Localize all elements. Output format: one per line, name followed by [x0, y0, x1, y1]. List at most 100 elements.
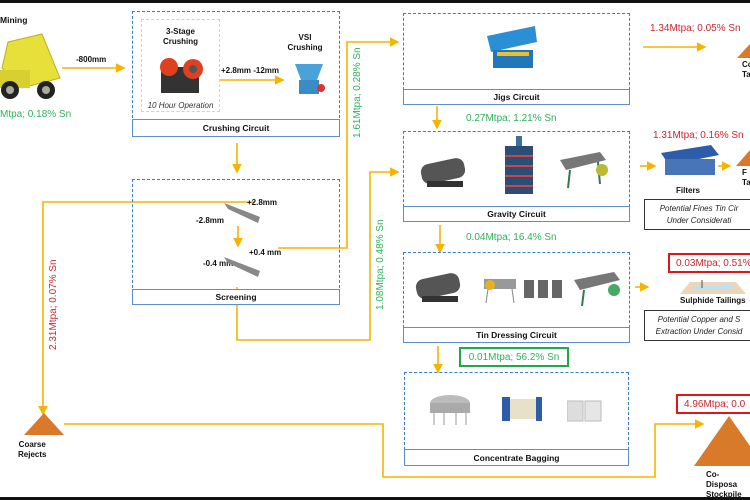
- mining-label: Mining: [0, 15, 28, 25]
- flotation-cells-image: [524, 278, 562, 307]
- jaw-crusher-image: [157, 55, 205, 100]
- mining-flow: Mtpa; 0.18% Sn: [0, 109, 72, 120]
- truck-icon: [0, 33, 61, 99]
- sulphide-note: Potential Copper and S Extraction Under …: [644, 310, 750, 341]
- filter-icon: [661, 145, 719, 175]
- screening-caption: Screening: [132, 289, 340, 305]
- ball-mill-icon: [420, 158, 466, 187]
- filters-label: Filters: [676, 186, 701, 195]
- vsi-crusher-icon: [295, 64, 325, 94]
- flow-gravity-to-tin: 0.04Mtpa; 16.4% Sn: [466, 232, 557, 243]
- pile-icon: [736, 150, 750, 166]
- flow-jigs-tailings: 1.34Mtpa; 0.05% Sn: [650, 23, 741, 34]
- sulphide-tailings-label: Sulphide Tailings: [680, 296, 746, 305]
- vsi-label-2: Crushing: [287, 43, 323, 52]
- coarse-rejects-label: Coarse Rejects: [18, 440, 46, 460]
- screen-minus-0-4: -0.4 mm: [203, 259, 234, 268]
- magnetic-separator-image: [482, 275, 518, 310]
- filter-press-image: [498, 395, 544, 430]
- flotation-cells-icon: [524, 280, 562, 298]
- co-disposal-label-2: Stockpile: [706, 490, 742, 499]
- thickener-icon: [430, 395, 470, 425]
- co-disposal-pile: [694, 416, 750, 471]
- fines-note-line-2: Under Considerati: [666, 216, 732, 225]
- stage-label-2: Crushing: [162, 37, 199, 46]
- coarse-rejects-label-1: Coarse: [18, 440, 46, 449]
- flow-fines-tailings: 1.31Mtpa; 0.16% Sn: [653, 130, 744, 141]
- coarse-rejects-pile: [24, 413, 64, 440]
- ball-mill-icon: [415, 273, 461, 302]
- magnetic-separator-icon: [484, 279, 516, 304]
- crushing-circuit-caption: Crushing Circuit: [132, 119, 340, 137]
- flow-sulphide: 0.03Mtpa; 0.51%: [668, 253, 750, 273]
- co-disposal-label: Co-Disposa Stockpile: [706, 470, 750, 500]
- top-border: [0, 0, 750, 3]
- filter-press-icon: [502, 397, 542, 421]
- ball-mill-image: [417, 157, 473, 194]
- concentrate-bagging-caption: Concentrate Bagging: [404, 449, 629, 466]
- flow-to-jigs: 1.61Mtpa; 0.28% Sn: [352, 47, 363, 138]
- bulk-bags-icon: [566, 400, 602, 422]
- flow-jigs-to-gravity: 0.27Mtpa; 1.21% Sn: [466, 113, 557, 124]
- sulphide-note-line-1: Potential Copper and S: [657, 315, 741, 324]
- jig-icon: [487, 26, 537, 68]
- fines-tailings-label-2: Ta: [742, 178, 750, 187]
- tin-dressing-caption: Tin Dressing Circuit: [403, 327, 630, 343]
- jigs-circuit-caption: Jigs Circuit: [403, 89, 630, 105]
- co-disposal-label-1: Co-Disposa: [706, 470, 738, 489]
- screen-deck-2: [224, 257, 260, 282]
- screen-plus-2-8: +2.8mm: [247, 198, 278, 207]
- fines-tailings-pile: [736, 150, 750, 171]
- vsi-label: VSI Crushing: [283, 33, 327, 53]
- crusher-size-range: +2.8mm -12mm: [221, 66, 280, 75]
- arrow-fines-to-gravity: [236, 167, 400, 341]
- shaking-table-icon: [560, 152, 608, 189]
- pile-icon: [737, 44, 750, 58]
- haul-truck-image: [0, 30, 62, 102]
- spiral-concentrator-icon: [505, 136, 533, 194]
- vsi-crusher-image: [291, 60, 327, 103]
- feed-size: -800mm: [76, 55, 107, 64]
- coarse-tailings-label-2: Ta: [742, 70, 750, 79]
- bulk-bags-image: [566, 395, 603, 428]
- tin-ball-mill-image: [412, 272, 468, 311]
- filters-image: [661, 145, 719, 184]
- flow-tin-to-concentrate: 0.01Mtpa; 56.2% Sn: [459, 347, 569, 367]
- jaw-crusher-icon: [160, 58, 203, 93]
- pile-icon: [694, 416, 750, 466]
- coarse-rejects-label-2: Rejects: [18, 450, 47, 459]
- screen-deck-1: [224, 203, 260, 228]
- arrow-screening-to-jigs: [278, 37, 400, 249]
- fines-note-line-1: Potential Fines Tin Cir: [659, 204, 739, 213]
- screen-minus-2-8: -2.8mm: [196, 216, 225, 225]
- tailings-dam-icon: [680, 280, 746, 294]
- spiral-image: [503, 136, 535, 207]
- sulphide-note-line-2: Extraction Under Consid: [655, 327, 743, 336]
- three-stage-crushing-box: [141, 19, 220, 112]
- bottom-border: [0, 497, 750, 500]
- flow-co-disposal: 4.96Mtpa; 0.0: [676, 394, 750, 414]
- coarse-tailings-label-1: Co: [742, 60, 750, 69]
- operation-note: 10 Hour Operation: [147, 101, 214, 110]
- pile-icon: [24, 413, 64, 435]
- stage-label-1: 3-Stage: [166, 27, 195, 36]
- three-stage-label: 3-Stage Crushing: [141, 27, 220, 47]
- screen-plus-0-4: +0.4 mm: [249, 248, 282, 257]
- screen-deck-icon: [224, 257, 260, 277]
- gravity-circuit-caption: Gravity Circuit: [403, 206, 630, 222]
- coarse-tailings-label: Co Ta: [742, 60, 750, 80]
- coarse-tailings-pile: [737, 44, 750, 63]
- arrow-coarse-rejects: [38, 201, 255, 416]
- jig-image: [487, 26, 539, 81]
- flow-to-gravity: 1.08Mtpa; 0.48% Sn: [375, 219, 386, 310]
- arrow-rejects-to-codisposal: [64, 419, 705, 478]
- thickener-image: [428, 391, 472, 432]
- sulphide-tailings-image: [680, 278, 746, 299]
- screen-deck-icon: [224, 203, 260, 223]
- shaking-table-image: [560, 152, 610, 197]
- fines-tailings-label: F Ta: [742, 168, 750, 188]
- flow-coarse-rejects: 2.31Mtpa; 0.07% Sn: [48, 259, 59, 350]
- tin-shaking-table-image: [574, 272, 622, 315]
- shaking-table-icon: [574, 272, 620, 307]
